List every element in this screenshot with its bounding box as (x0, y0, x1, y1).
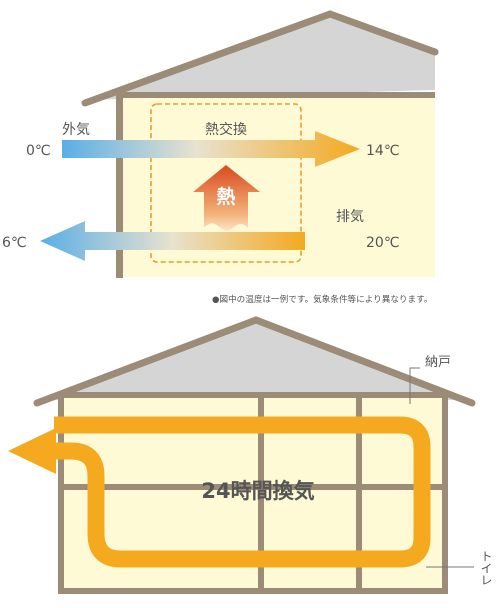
bottom-roof-edge-right (252, 316, 476, 407)
top-roof (85, 12, 435, 100)
ventilation-arrowhead (8, 428, 56, 474)
exhaust-air-arrow (40, 221, 305, 261)
ventilation-label: 24時間換気 (201, 479, 314, 503)
storage-leader-line (409, 367, 420, 404)
bottom-frame (58, 392, 448, 594)
storage-label: 納戸 (425, 355, 451, 370)
top-house: 熱 外気 熱交換 排気 0℃ 14℃ 20℃ 6℃ (2, 10, 439, 278)
ventilation-loop (52, 416, 431, 568)
supply-air-arrow (62, 131, 360, 167)
heat-label: 熱 (216, 185, 235, 208)
bottom-roof (37, 318, 472, 400)
heat-arrow (193, 165, 260, 231)
bottom-house: 24時間換気 納戸 トイレ (8, 316, 493, 594)
top-left-wall (116, 92, 123, 278)
temp-exhaust-in: 20℃ (366, 235, 400, 251)
outside-air-label: 外気 (62, 122, 90, 138)
temperature-note: ●図中の温度は一例です。気象条件等により異なります。 (212, 293, 432, 305)
top-roof-edge-right (326, 10, 439, 56)
exhaust-label: 排気 (336, 209, 364, 225)
top-roof-edge-left (81, 10, 334, 107)
temp-exhaust-out: 6℃ (2, 235, 27, 251)
heat-exchange-label: 熱交換 (205, 121, 247, 138)
top-ceiling-line (117, 92, 435, 98)
heat-exchanger-box (150, 103, 302, 263)
temp-outside-in: 0℃ (26, 143, 51, 159)
bottom-roof-edge-left (33, 316, 260, 407)
temp-supply-out: 14℃ (366, 143, 400, 159)
toilet-label: トイレ (479, 550, 493, 586)
